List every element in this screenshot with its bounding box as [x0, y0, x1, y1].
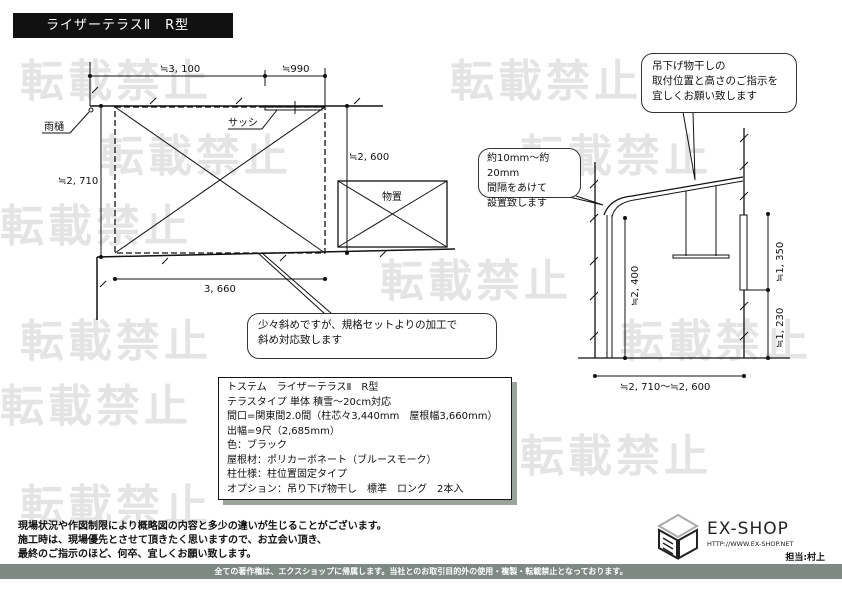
- drawing-title: ライザーテラスⅡ R型: [13, 13, 233, 38]
- ex-shop-logo: EX-SHOP HTTP://WWW.EX-SHOP.NET 担当:村上: [655, 512, 825, 563]
- dim-top-left: ≒3, 100: [160, 64, 200, 75]
- label-sash: サッシ: [228, 117, 258, 129]
- dim-bottom: 3, 660: [204, 284, 236, 295]
- callout-line: 宜しくお願い致します: [652, 90, 757, 102]
- callout-hanger: 吊下げ物干しの 取付位置と高さのご指示を 宜しくお願い致します: [641, 53, 797, 113]
- brand-name: EX-SHOP: [707, 519, 789, 539]
- note-line: 現場状況や作図制限により概略図の内容と多少の違いが生じることがございます。: [18, 521, 387, 532]
- dim-height: ≒2, 400: [630, 266, 641, 306]
- spec-line: オプション：吊り下げ物干し 標準 ロング 2本入: [227, 483, 464, 495]
- spec-line: 色：ブラック: [227, 440, 287, 451]
- box-logo-icon: [657, 513, 699, 560]
- callout-line: 設置致します: [487, 198, 547, 209]
- callout-line: 約10mm～約20mm: [487, 153, 550, 179]
- callout-line: 吊下げ物干しの: [652, 60, 726, 72]
- spec-line: テラスタイプ 単体 積雪～20cm対応: [227, 396, 392, 408]
- copyright-footer: 全ての著作権は、エクスショップに帰属します。当社とのお取引目的外の使用・複製・転…: [0, 564, 842, 579]
- callout-diagonal: 少々斜めですが、規格セットよりの加工で 斜め対応致します: [247, 313, 497, 359]
- callout-line: 少々斜めですが、規格セットよりの加工で: [258, 319, 458, 331]
- spec-line: 柱仕様：柱位置固定タイプ: [227, 469, 347, 480]
- spec-box: トステム ライザーテラスⅡ R型 テラスタイプ 単体 積雪～20cm対応 間口=…: [218, 377, 512, 500]
- note-line: 最終のご指示のほど、何卒、宜しくお願い致します。: [18, 549, 257, 560]
- section-view: ≒2, 400 ≒1, 350 ≒1, 230 ≒2, 710～≒2, 600: [564, 111, 790, 393]
- staff-name: 担当:村上: [785, 553, 825, 563]
- label-gutter: 雨樋: [44, 120, 64, 133]
- note-line: 施工時は、現場優先とさせて頂きたく思いますので、お立会い頂き、: [18, 535, 327, 546]
- label-shed: 物置: [382, 190, 402, 203]
- spec-line: 間口=関東間2.0間（柱芯々3,440mm 屋根幅3,660mm）: [227, 411, 498, 422]
- terrace-roof: [114, 106, 326, 254]
- notes: 現場状況や作図制限により概略図の内容と多少の違いが生じることがございます。 施工…: [18, 520, 387, 562]
- plan-view: ≒3, 100 ≒990 雨樋 ≒2, 710 サッシ 3, 660 ≒2, 6…: [42, 62, 456, 320]
- dim-top-right: ≒990: [282, 64, 309, 75]
- callout-line: 取付位置と高さのご指示を: [652, 75, 778, 87]
- callout-gap: 約10mm～約20mm 間隔をあけて 設置致します: [478, 148, 581, 209]
- spec-line: トステム ライザーテラスⅡ R型: [227, 382, 379, 393]
- storage-shed: [337, 180, 448, 248]
- dim-left: ≒2, 710: [58, 176, 98, 187]
- spec-line: 出幅=9尺（2,685mm）: [227, 425, 340, 437]
- spec-line: 屋根材：ポリカーボネート（ブルースモーク）: [227, 454, 437, 466]
- brand-url: HTTP://WWW.EX-SHOP.NET: [707, 540, 794, 548]
- dim-right: ≒2, 600: [349, 152, 389, 163]
- dim-lower: ≒1, 230: [775, 308, 786, 348]
- callout-line: 間隔をあけて: [487, 183, 547, 194]
- dim-upper: ≒1, 350: [775, 242, 786, 282]
- dim-width: ≒2, 710～≒2, 600: [620, 382, 710, 393]
- callout-line: 斜め対応致します: [258, 334, 342, 346]
